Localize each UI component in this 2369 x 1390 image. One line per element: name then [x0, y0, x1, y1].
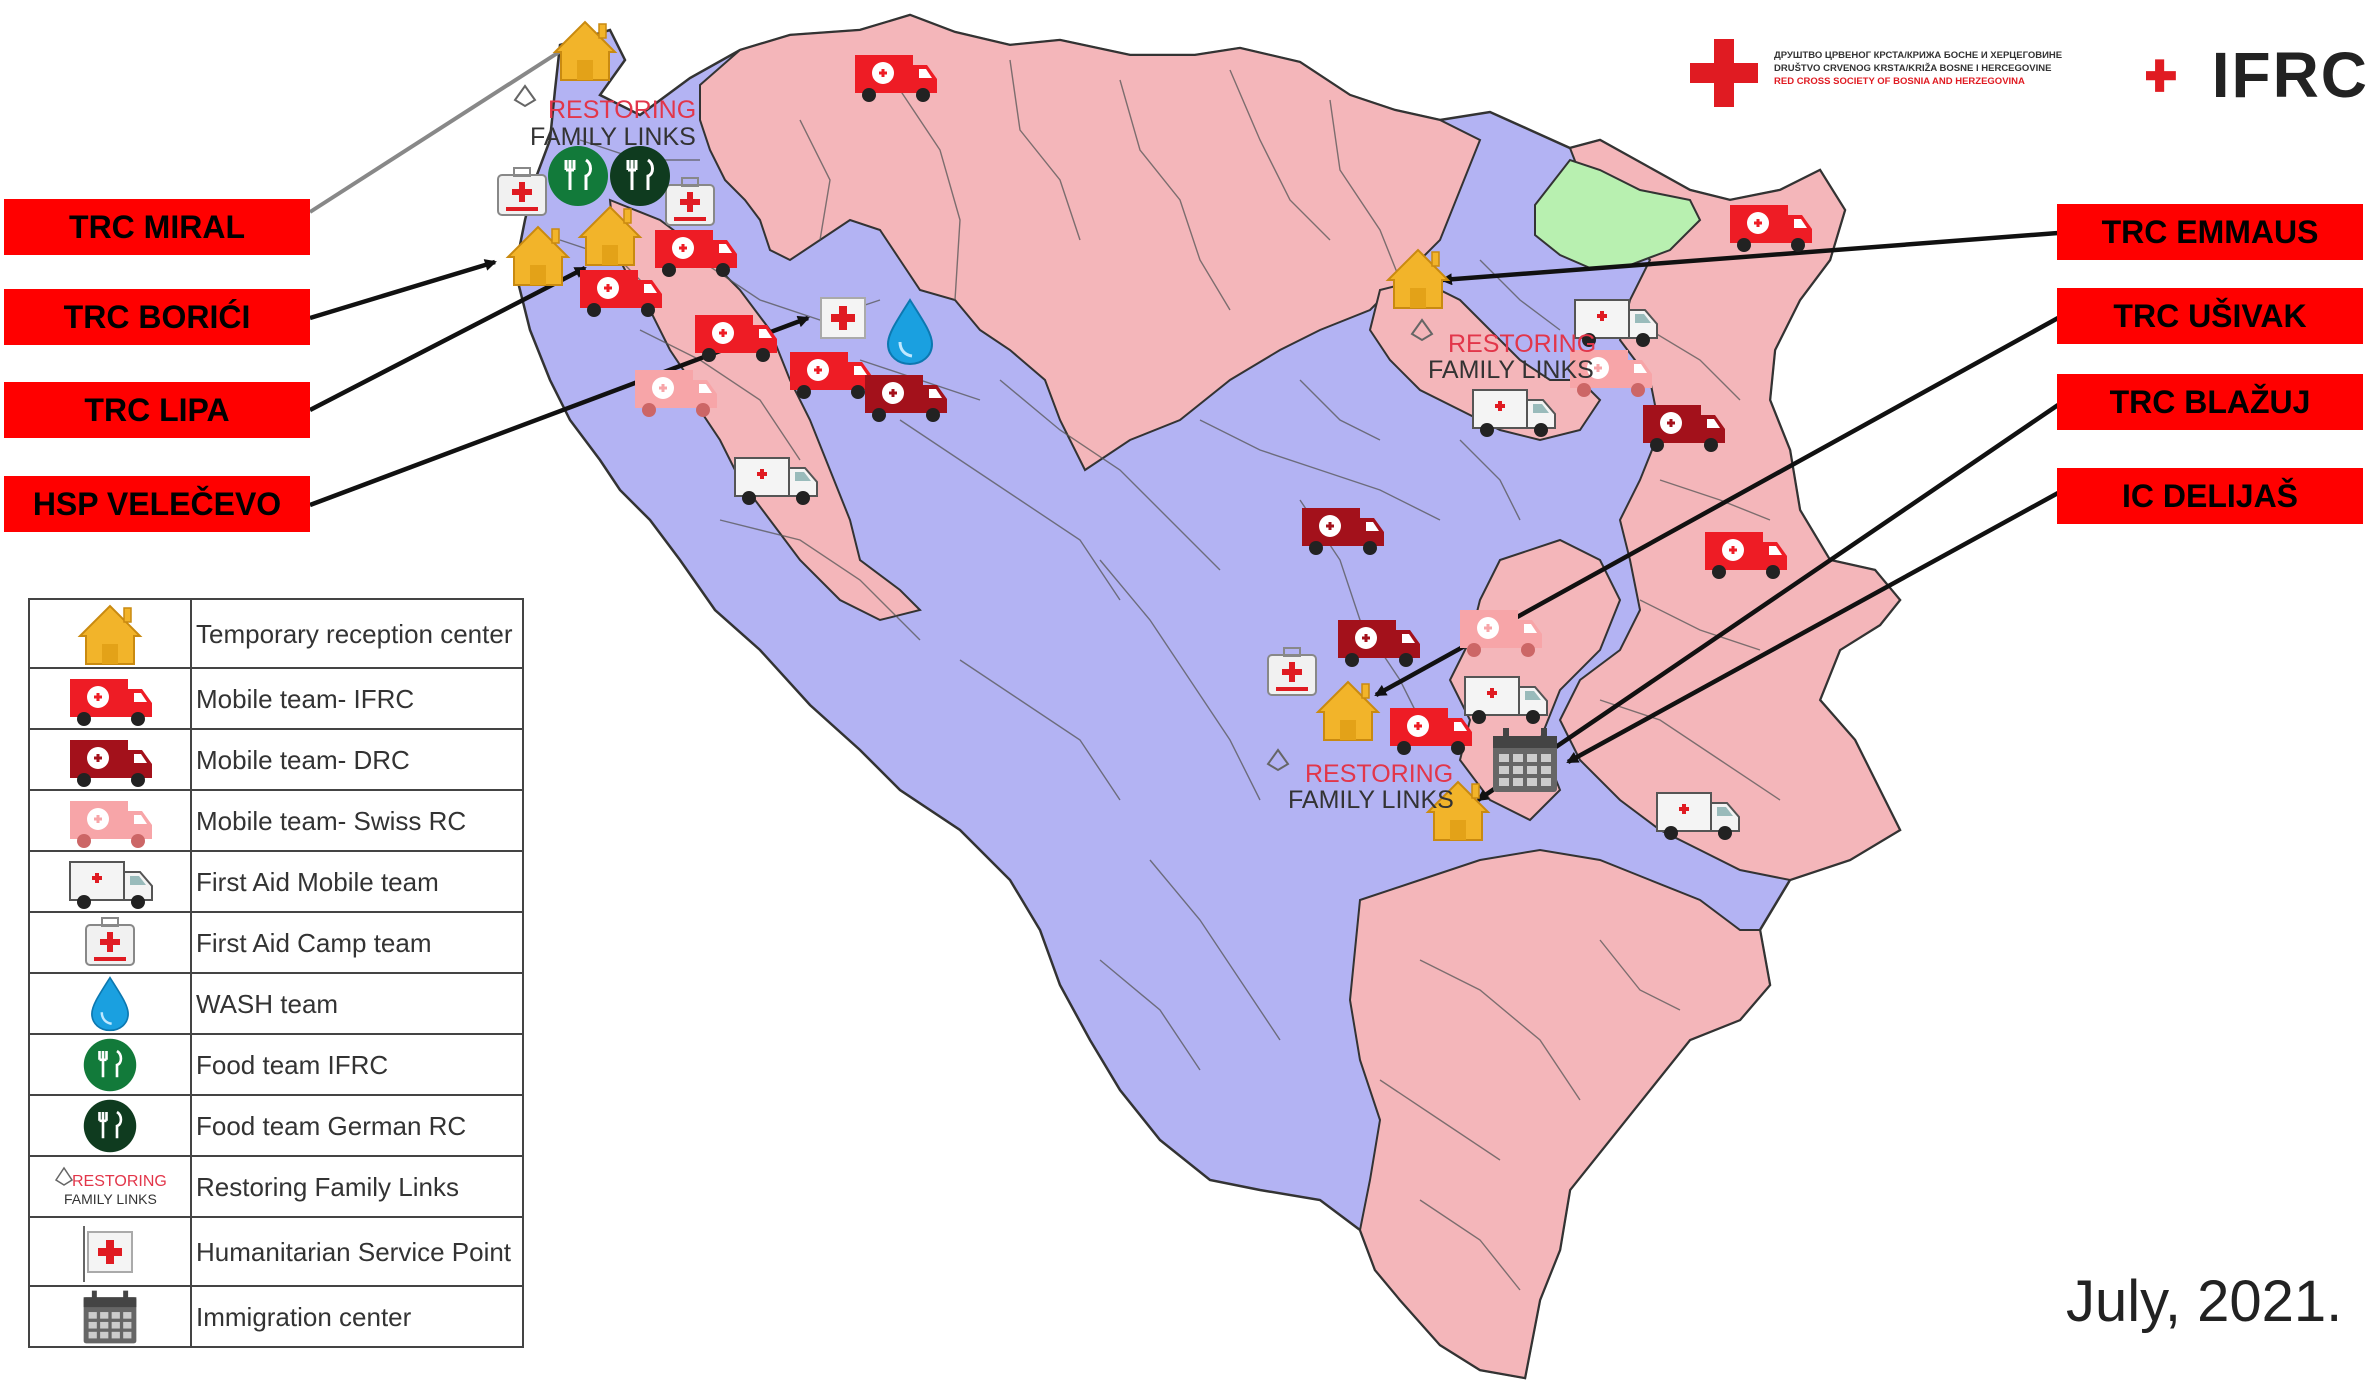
rs-region-north: [699, 13, 1482, 472]
legend-row: Temporary reception center: [28, 598, 524, 669]
legend-label: Food team IFRC: [190, 1033, 524, 1096]
rc-line-1: ДРУШТВО ЦРВЕНОГ КРСТА/КРИЖА БОСНЕ И ХЕРЦ…: [1774, 50, 2063, 61]
legend-label: Humanitarian Service Point: [190, 1216, 524, 1287]
label-ic-delijas: IC DELIJAŠ: [2057, 468, 2363, 524]
calendar-icon: [83, 1290, 137, 1343]
ambulance-swiss-icon: [65, 793, 155, 849]
rc-line-2: DRUŠTVO CRVENOG KRSTA/KRIŽA BOSNE I HERC…: [1774, 63, 2052, 74]
ambulance-ifrc-icon: [65, 671, 155, 727]
food-ifrc-icon: [546, 144, 610, 208]
legend-row: Mobile team- DRC: [28, 728, 524, 791]
legend-label: First Aid Camp team: [190, 911, 524, 974]
house-icon: [507, 226, 569, 286]
ambulance-drc-icon: [65, 732, 155, 788]
label-trc-emmaus: TRC EMMAUS: [2057, 204, 2363, 260]
first-aid-kit-icon: [666, 178, 714, 225]
legend-row: Mobile team- IFRC: [28, 667, 524, 730]
legend-label: Mobile team- Swiss RC: [190, 789, 524, 852]
legend-row: Food team German RC: [28, 1094, 524, 1157]
legend-label: Temporary reception center: [190, 598, 524, 669]
legend-row: Immigration center: [28, 1285, 524, 1348]
house-icon: [554, 21, 616, 81]
legend-label: WASH team: [190, 972, 524, 1035]
svg-text:FAMILY LINKS: FAMILY LINKS: [530, 123, 696, 151]
svg-text:RESTORING: RESTORING: [548, 96, 696, 124]
label-trc-lipa: TRC LIPA: [4, 382, 310, 438]
svg-text:FAMILY LINKS: FAMILY LINKS: [1288, 786, 1454, 814]
legend-label: Mobile team- IFRC: [190, 667, 524, 730]
label-trc-blazuj: TRC BLAŽUJ: [2057, 374, 2363, 430]
label-trc-borici: TRC BORIĆI: [4, 289, 310, 345]
legend-row: First Aid Camp team: [28, 911, 524, 974]
house-icon: [79, 604, 141, 665]
svg-text:RESTORING: RESTORING: [1448, 330, 1596, 358]
rfl-logo-icon: RESTORING FAMILY LINKS: [54, 1166, 167, 1207]
rs-region-southeast: [1348, 848, 1772, 1380]
legend-row: RESTORING FAMILY LINKS Restoring Family …: [28, 1155, 524, 1218]
food-ifrc-icon: [82, 1036, 138, 1093]
label-trc-miral: TRC MIRAL: [4, 199, 310, 255]
first-aid-kit-icon: [78, 915, 142, 971]
label-connectors: [308, 43, 2060, 802]
rc-line-3: RED CROSS SOCIETY OF BOSNIA AND HERZEGOV…: [1774, 76, 2025, 87]
first-aid-kit-icon: [1268, 648, 1316, 695]
red-cross-bih-logo: ДРУШТВО ЦРВЕНОГ КРСТА/КРИЖА БОСНЕ И ХЕРЦ…: [1690, 35, 2110, 110]
legend-row: Food team IFRC: [28, 1033, 524, 1096]
legend-label: First Aid Mobile team: [190, 850, 524, 913]
legend-row: WASH team: [28, 972, 524, 1035]
red-cross-icon: [1690, 39, 1758, 107]
ifrc-wordmark: IFRC: [2211, 39, 2369, 111]
hsp-flag-icon: [821, 298, 865, 338]
legend-label: Mobile team- DRC: [190, 728, 524, 791]
label-trc-usivak: TRC UŠIVAK: [2057, 288, 2363, 344]
cross-crescent-icon: [2146, 59, 2204, 92]
legend-label: Immigration center: [190, 1285, 524, 1348]
legend-row: Mobile team- Swiss RC: [28, 789, 524, 852]
rfl-logo-sarajevo: RESTORING FAMILY LINKS: [1266, 748, 1454, 814]
legend-row: Humanitarian Service Point: [28, 1216, 524, 1287]
brcko-district: [1534, 158, 1702, 270]
svg-text:RESTORING: RESTORING: [72, 1173, 167, 1190]
legend-label: Food team German RC: [190, 1094, 524, 1157]
legend-label: Restoring Family Links: [190, 1155, 524, 1218]
svg-text:FAMILY LINKS: FAMILY LINKS: [64, 1191, 157, 1207]
food-german-icon: [608, 144, 672, 208]
legend-row: First Aid Mobile team: [28, 850, 524, 913]
rfl-logo-north-east: RESTORING FAMILY LINKS: [1410, 318, 1596, 384]
water-drop-icon: [90, 975, 130, 1032]
food-german-icon: [82, 1097, 138, 1154]
first-aid-kit-icon: [498, 168, 546, 215]
svg-text:RESTORING: RESTORING: [1305, 760, 1453, 788]
legend: Temporary reception center Mobile team- …: [28, 598, 524, 1348]
ifrc-logo: IFRC: [2146, 35, 2369, 115]
rfl-logo-north-west: RESTORING FAMILY LINKS: [513, 84, 696, 151]
first-aid-van-icon: [68, 859, 154, 910]
date-caption: July, 2021.: [2066, 1269, 2343, 1334]
svg-text:FAMILY LINKS: FAMILY LINKS: [1428, 356, 1594, 384]
label-hsp-velecevo: HSP VELEČEVO: [4, 476, 310, 532]
hsp-flag-icon: [83, 1225, 142, 1282]
calendar-icon: [1493, 728, 1557, 792]
